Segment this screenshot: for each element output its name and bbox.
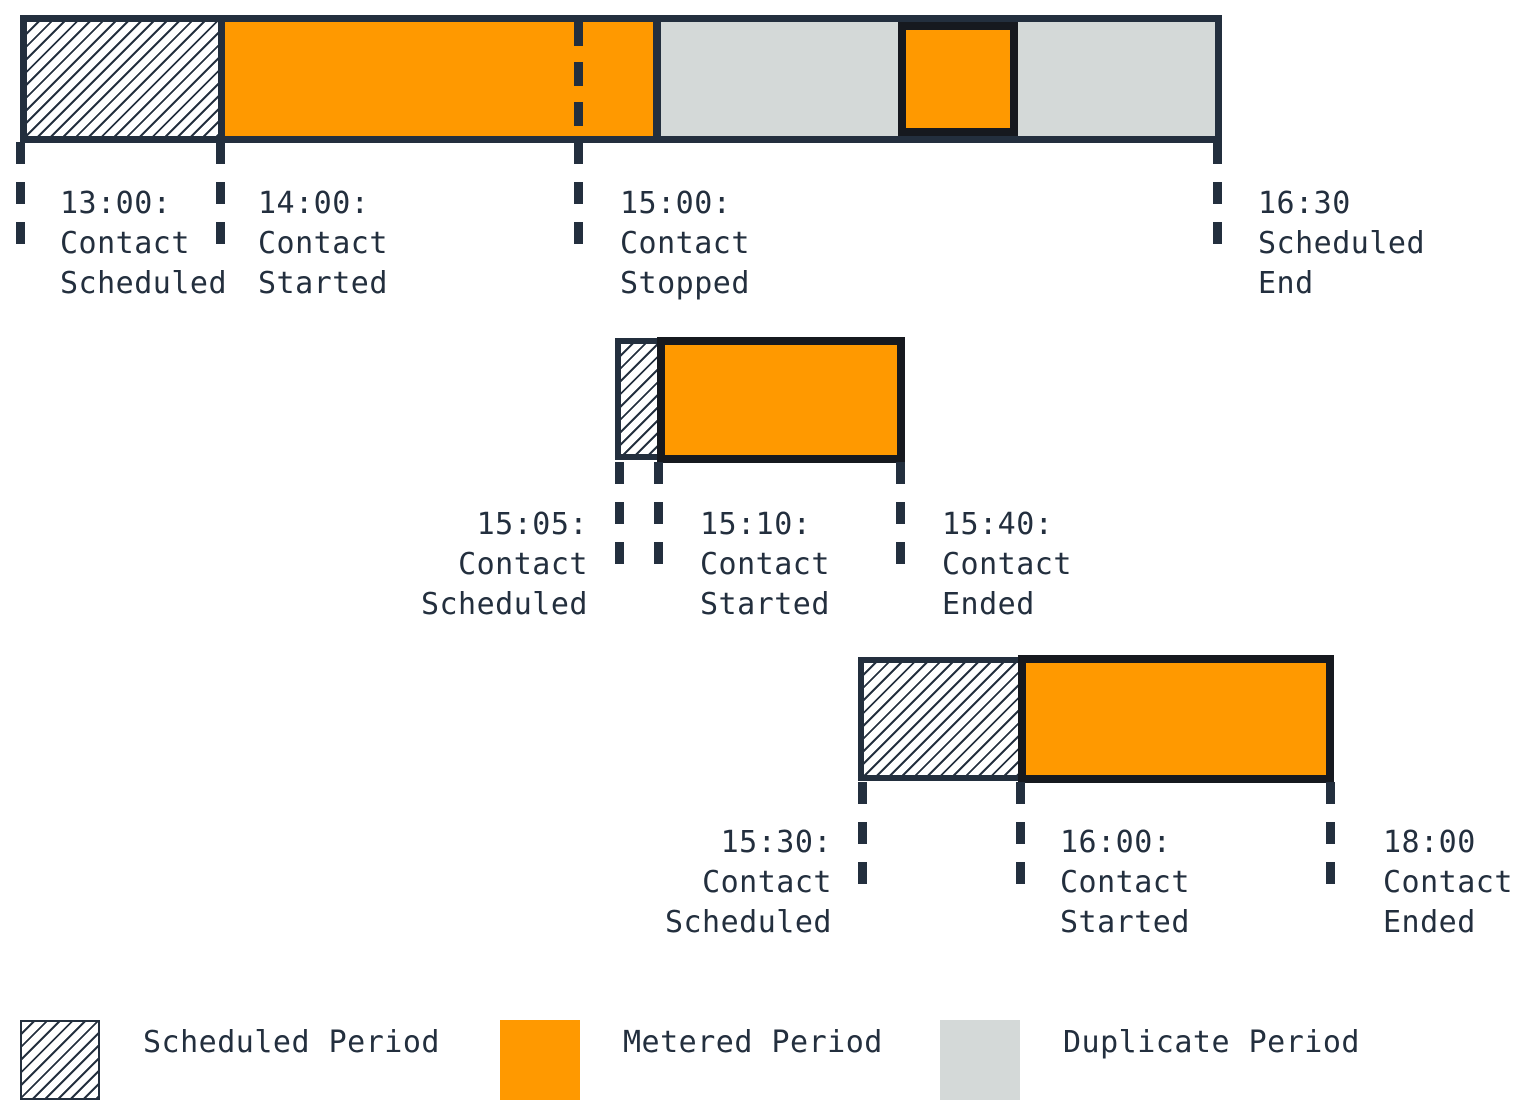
metered-period-segment [657, 337, 905, 463]
duplicate-period-swatch [940, 1020, 1020, 1100]
tick-18-00 [1326, 782, 1335, 886]
tick-15-05 [615, 462, 624, 566]
scheduled-period-segment [858, 657, 1018, 781]
segment-divider [218, 22, 225, 136]
metered-period-segment [1018, 655, 1334, 783]
scheduled-period-segment [615, 338, 657, 460]
tick-14-00 [216, 142, 225, 246]
contact-stopped-dashed-line [574, 22, 583, 136]
tick-16-30 [1213, 142, 1222, 246]
legend-label-scheduled: Scheduled Period [143, 1025, 440, 1060]
event-label-14-00: 14:00: Contact Started [258, 186, 388, 301]
metered-period-segment [225, 22, 653, 136]
event-label-15-00: 15:00: Contact Stopped [620, 186, 750, 301]
event-label-15-10: 15:10: Contact Started [700, 507, 830, 622]
tick-16-00 [1016, 782, 1025, 886]
tick-13-00 [16, 142, 25, 246]
event-label-15-40: 15:40: Contact Ended [942, 507, 1072, 622]
event-label-15-05: 15:05: Contact Scheduled [420, 507, 588, 622]
tick-15-10 [654, 462, 663, 566]
scheduled-period-swatch [20, 1020, 100, 1100]
metered-period-segment [898, 22, 1018, 136]
event-label-16-00: 16:00: Contact Started [1060, 825, 1190, 940]
tick-15-00 [574, 142, 583, 246]
scheduled-period-segment [27, 22, 218, 136]
event-label-15-30: 15:30: Contact Scheduled [664, 825, 832, 940]
tick-15-30 [858, 782, 867, 886]
tick-15-40 [896, 462, 905, 566]
contact-1-bar [20, 15, 1222, 143]
legend-label-duplicate: Duplicate Period [1063, 1025, 1360, 1060]
duplicate-period-segment [661, 22, 898, 136]
duplicate-period-segment [1018, 22, 1215, 136]
metered-period-swatch [500, 1020, 580, 1100]
event-label-16-30: 16:30 Scheduled End [1258, 186, 1426, 301]
legend-label-metered: Metered Period [623, 1025, 883, 1060]
event-label-13-00: 13:00: Contact Scheduled [60, 186, 228, 301]
segment-divider [653, 22, 661, 136]
event-label-18-00: 18:00 Contact Ended [1383, 825, 1513, 940]
